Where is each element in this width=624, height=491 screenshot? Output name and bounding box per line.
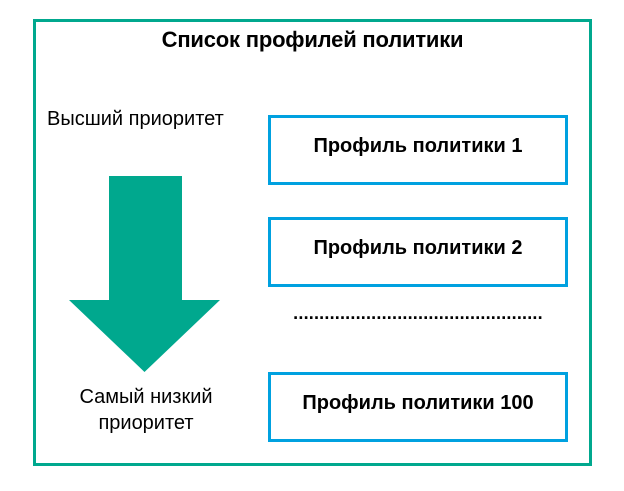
low-priority-label: Самый низкий приоритет	[79, 386, 213, 434]
policy-profile-label-2: Профиль политики 2	[313, 236, 523, 259]
diagram-title: Список профилей политики	[161, 27, 464, 52]
policy-profile-box-1: Профиль политики 1	[268, 115, 568, 185]
policy-profile-label-1: Профиль политики 1	[313, 134, 523, 157]
high-priority-label: Высший приоритет	[47, 108, 224, 130]
down-arrow-shape	[69, 176, 220, 372]
policy-profile-box-100: Профиль политики 100	[268, 372, 568, 442]
down-arrow-icon	[69, 176, 220, 372]
ellipsis-dots: ........................................…	[293, 303, 543, 323]
policy-profile-box-2: Профиль политики 2	[268, 217, 568, 287]
policy-profile-label-100: Профиль политики 100	[302, 391, 534, 414]
